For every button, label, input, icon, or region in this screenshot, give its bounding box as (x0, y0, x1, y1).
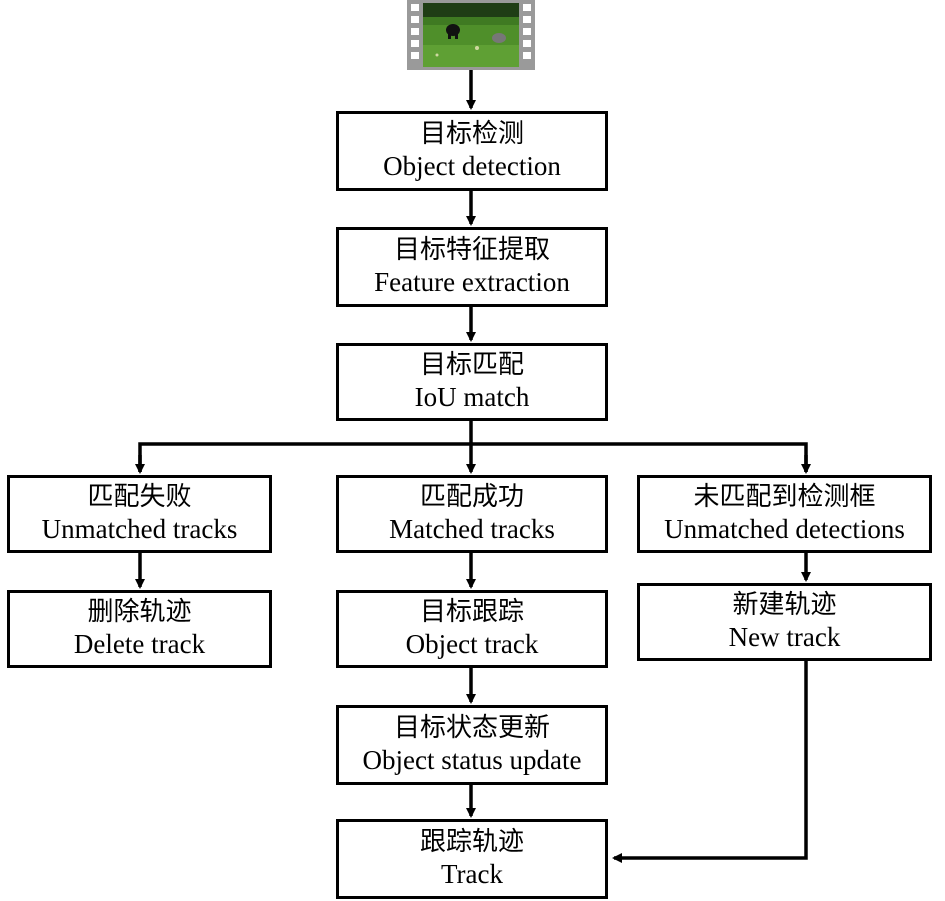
object-detection-box: 目标检测 Object detection (336, 111, 608, 191)
node-label-en: Object status update (362, 745, 582, 776)
node-label-en: Delete track (73, 629, 206, 660)
node-label-en: Unmatched tracks (41, 514, 238, 545)
node-label-en: Object track (405, 629, 539, 660)
delete-track-box: 删除轨迹 Delete track (7, 590, 272, 668)
object-track-box: 目标跟踪 Object track (336, 590, 608, 668)
node-label-zh: 跟踪轨迹 (419, 827, 524, 858)
track-box: 跟踪轨迹 Track (336, 819, 608, 899)
video-frame-filmstrip-icon (407, 0, 535, 70)
node-label-zh: 未匹配到检测框 (693, 482, 876, 513)
node-label-zh: 目标检测 (419, 119, 524, 150)
node-label-en: Object detection (383, 151, 561, 182)
matched-tracks-box: 匹配成功 Matched tracks (336, 475, 608, 553)
node-label-en: Unmatched detections (664, 514, 905, 545)
branch-line (138, 442, 808, 472)
iou-match-box: 目标匹配 IoU match (336, 343, 608, 421)
node-label-zh: 匹配失败 (87, 482, 192, 513)
unmatched-detections-box: 未匹配到检测框 Unmatched detections (637, 475, 932, 553)
object-status-update-box: 目标状态更新 Object status update (336, 705, 608, 785)
node-label-en: Matched tracks (389, 514, 555, 545)
node-label-zh: 目标跟踪 (419, 597, 524, 628)
node-label-en: New track (728, 622, 841, 653)
new-track-box: 新建轨迹 New track (637, 583, 932, 661)
node-label-en: Track (440, 859, 503, 890)
node-label-zh: 删除轨迹 (87, 597, 192, 628)
node-label-zh: 目标特征提取 (393, 235, 550, 266)
node-label-en: IoU match (414, 382, 530, 413)
unmatched-tracks-box: 匹配失败 Unmatched tracks (7, 475, 272, 553)
node-label-en: Feature extraction (374, 267, 570, 298)
node-label-zh: 目标状态更新 (393, 713, 550, 744)
node-label-zh: 目标匹配 (419, 350, 524, 381)
arrow-new-track-to-track (612, 661, 808, 863)
feature-extraction-box: 目标特征提取 Feature extraction (336, 227, 608, 307)
node-label-zh: 匹配成功 (419, 482, 524, 513)
node-label-zh: 新建轨迹 (732, 590, 837, 621)
